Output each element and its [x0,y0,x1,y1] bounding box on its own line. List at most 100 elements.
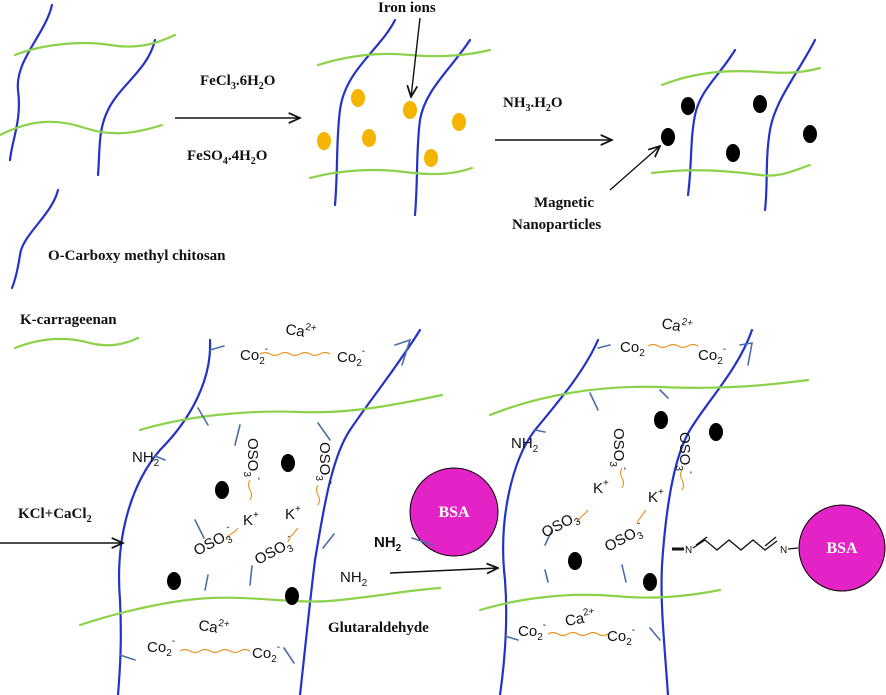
reagent-feso4: FeSO4.4H2O [187,148,267,167]
legend-carrageenan-label: K-carrageenan [20,312,117,328]
carboxylate-label: Co2- [252,642,280,665]
ionic-bridge [247,479,253,501]
imine-nitrogen-label: N [780,545,787,556]
magnetic-nanoparticle [661,128,675,146]
side-group [317,422,331,441]
ionic-bridge [225,527,239,541]
bsa-label: BSA [826,540,858,557]
potassium-label: K+ [243,510,259,529]
calcium-ion-label: Ca2+ [563,606,597,630]
ionic-bridge [287,527,299,543]
magnetic-nanoparticle [753,95,767,113]
iron-ion [351,89,365,107]
ionic-bridge [179,648,251,654]
glutaraldehyde-linker [692,539,778,551]
magnetic-nanoparticle [726,144,740,162]
magnetic-nanoparticle [803,125,817,143]
carboxylate-label: Co2 [620,339,645,359]
side-group [234,424,241,446]
reagent-glutaraldehyde: Glutaraldehyde [328,620,429,636]
iron-ion [452,113,466,131]
ionic-bridge [647,343,699,349]
panel-ionic-hydrogel: Ca2+ Co2- Co2- NH2 OSO3- OSO3- K+ K+ OSO… [78,319,444,695]
magnetic-nanoparticle [654,411,668,429]
calcium-ion-label: Ca2+ [197,615,230,638]
imine-double-bond [764,536,777,547]
side-group [154,455,166,461]
amine-label: NH2 [340,569,368,589]
ionic-bridge [547,631,609,637]
side-group [544,529,553,546]
chitosan-legend-line [10,188,60,290]
side-group [659,389,669,399]
reagent-fecl3: FeCl3.6H2O [200,73,275,92]
carrageenan-chain [316,48,492,67]
side-group [119,654,136,661]
carboxylate-label: Co2- [698,344,726,367]
carrageenan-chain [308,166,474,180]
ionic-bridge [259,351,331,357]
sulfate-label: OSO3 [539,508,583,544]
carrageenan-chain [138,393,444,432]
carrageenan-chain [13,33,177,57]
side-group [204,574,209,591]
legend: O-Carboxy methyl chitosan K-carrageenan [10,188,226,350]
carrageenan-chain [478,588,722,612]
side-group [249,565,253,586]
panel-magnetic-nanoparticles: Magnetic Nanoparticles [512,38,822,233]
side-group [534,429,546,433]
side-group [194,519,205,539]
bsa-protein [798,504,886,592]
carrageenan-chain [0,120,164,137]
reaction-step-ionic-gelation: KCl+CaCl2 [0,506,123,543]
bsa-protein [409,467,499,557]
bsa-label: BSA [438,504,470,521]
panel-bsa-immobilized-hydrogel: Ca2+ Co2 Co2- NH2 OSO3- OSO3- K+ K+ OSO3… [478,313,886,695]
calcium-ion-label: Ca2+ [660,313,694,337]
carboxylate-label: Co2- [240,344,268,367]
sulfate-label: OSO3- [189,522,237,562]
reagent-kcl-cacl2: KCl+CaCl2 [18,506,92,525]
reaction-step-bsa-immobilization: BSA NH2 Glutaraldehyde [328,467,499,636]
panel-iron-ions: Iron ions [308,0,492,217]
amine-label: NH2 [511,435,539,455]
chitosan-backbone [116,338,212,695]
reaction-arrow [389,568,498,573]
imine-double-bond [695,536,708,546]
calcium-ion-label: Ca2+ [284,319,317,342]
carrageenan-chain [488,378,810,417]
panel-polymer-chains [0,3,177,177]
carboxylate-label: Co2- [147,636,175,659]
callout-arrow [609,146,660,191]
bsa-amine-label: NH2 [374,534,402,554]
amine-label: NH2 [132,449,160,469]
reaction-step-coprecipitation: NH3.H2O [495,95,612,140]
chitosan-backbone [298,328,422,695]
ionic-bridge [636,509,647,525]
chitosan-backbone [498,338,600,695]
magnetic-nanoparticle [215,481,229,499]
chitosan-backbone [660,328,754,695]
potassium-label: K+ [648,487,664,506]
ionic-bridge [315,484,321,506]
chitosan-chain [96,38,157,177]
side-group [394,338,412,366]
magnetic-nanoparticle [568,552,582,570]
magnetic-nanoparticle [643,573,657,591]
imine-nitrogen-label: N [685,545,692,556]
ionic-bridge [679,469,685,491]
bsa-amine-bond [411,537,434,546]
chitosan-chain [333,18,397,207]
carboxylate-label: Co2- [337,346,365,369]
legend-chitosan-label: O-Carboxy methyl chitosan [48,248,226,264]
side-group [209,345,225,351]
magnetic-nanoparticle [281,454,295,472]
magnetic-nanoparticle [285,587,299,605]
carrageenan-chain [650,163,812,177]
side-group [283,647,295,664]
side-group [544,569,549,583]
chitosan-chain [763,38,817,212]
iron-ion [317,132,331,150]
sulfate-label: OSO3- [250,531,298,571]
